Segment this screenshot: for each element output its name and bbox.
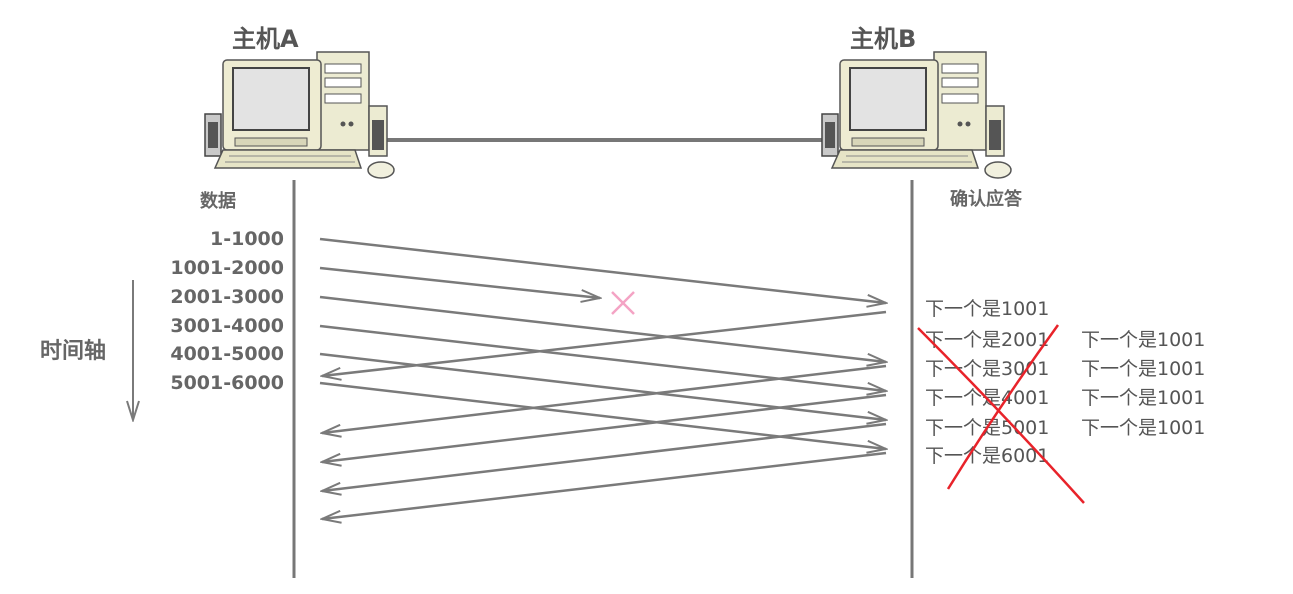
host-b-label: 主机B [850, 25, 916, 53]
ack-text: 下一个是3001 [925, 358, 1049, 380]
data-column-header: 数据 [200, 190, 236, 212]
segment-label: 2001-3000 [170, 286, 284, 308]
segment-label: 4001-5000 [170, 343, 284, 365]
ack-text: 下一个是2001 [925, 329, 1049, 351]
ack-arrows [322, 310, 887, 519]
computer-icon-host-a [204, 51, 395, 179]
segment-label: 1001-2000 [170, 257, 284, 279]
ack-texts-primary: 下一个是1001 下一个是2001 下一个是3001 下一个是4001 下一个是… [925, 298, 1049, 467]
segment-label: 1-1000 [210, 228, 284, 250]
segment-label: 3001-4000 [170, 315, 284, 337]
duplicate-ack-text: 下一个是1001 [1081, 358, 1205, 380]
ack-arrow [322, 393, 887, 462]
ack-text: 下一个是6001 [925, 445, 1049, 467]
time-axis-label: 时间轴 [40, 338, 106, 364]
ack-text: 下一个是1001 [925, 298, 1049, 320]
ack-arrow [322, 422, 887, 491]
ack-arrow [322, 364, 887, 433]
segment-labels: 1-1000 1001-2000 2001-3000 3001-4000 400… [170, 228, 284, 394]
duplicate-ack-text: 下一个是1001 [1081, 329, 1205, 351]
data-arrow [319, 237, 886, 303]
ack-arrow [322, 451, 887, 519]
duplicate-ack-text: 下一个是1001 [1081, 417, 1205, 439]
data-arrow-lost [319, 266, 600, 298]
data-arrow [319, 324, 886, 391]
host-a-label: 主机A [232, 25, 299, 53]
duplicate-ack-text: 下一个是1001 [1081, 387, 1205, 409]
packet-lost-mark [611, 291, 635, 315]
cross-out-mark [917, 324, 1085, 504]
computer-icon-host-b [821, 51, 1012, 179]
data-arrow [319, 381, 886, 449]
data-arrow [319, 352, 886, 420]
data-arrow [319, 295, 886, 362]
ack-texts-duplicate: 下一个是1001 下一个是1001 下一个是1001 下一个是1001 [1081, 329, 1205, 439]
ack-arrow [322, 310, 887, 376]
segment-label: 5001-6000 [170, 372, 284, 394]
ack-column-header: 确认应答 [950, 188, 1023, 210]
